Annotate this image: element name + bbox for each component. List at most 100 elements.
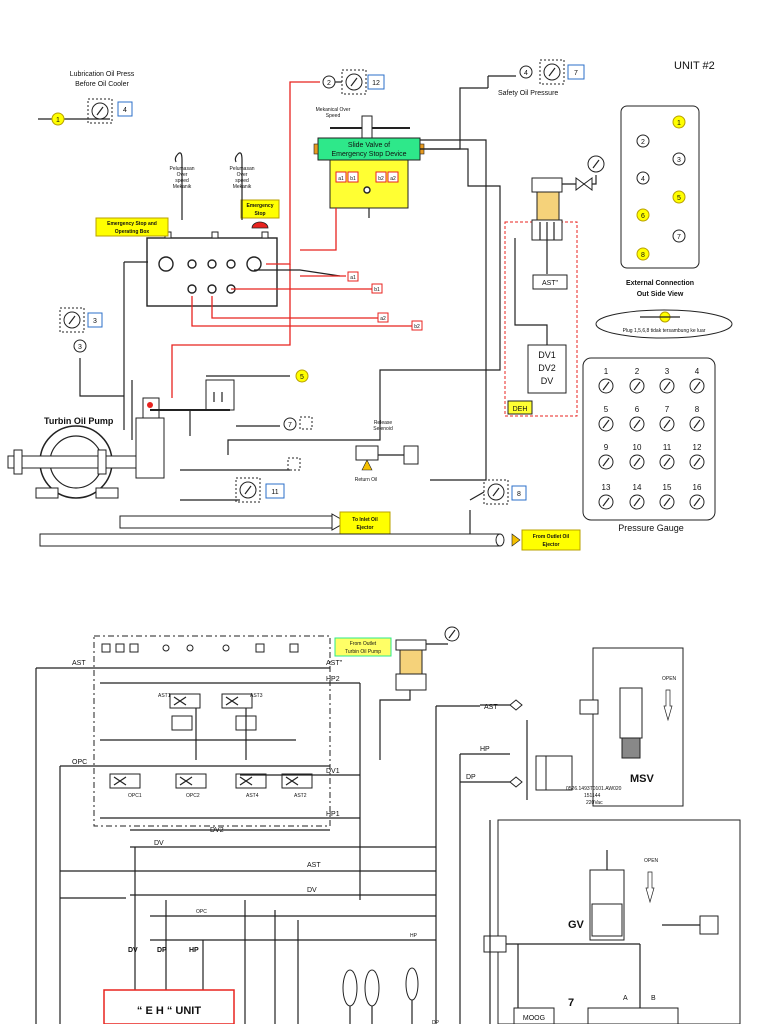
gauge-needle: [693, 381, 701, 391]
svg-text:Release: Release: [374, 420, 393, 426]
gauge-needle: [663, 497, 671, 507]
external-title-2: Out Side View: [637, 291, 684, 298]
svg-text:Emergency Stop Device: Emergency Stop Device: [331, 151, 406, 158]
gauge-needle: [602, 419, 610, 429]
outlet-ejector-label: [521, 529, 581, 551]
svg-text:DP: DP: [157, 947, 167, 954]
svg-text:AST4: AST4: [246, 793, 259, 799]
gauge-needle: [663, 419, 671, 429]
svg-text:Operating Box: Operating Box: [115, 229, 150, 235]
svg-text:OPEN: OPEN: [644, 858, 659, 864]
svg-text:Ejector: Ejector: [543, 542, 560, 548]
svg-text:Ejector: Ejector: [357, 525, 374, 531]
svg-text:AST2: AST2: [294, 793, 307, 799]
callout-circle-1: [51, 112, 65, 126]
svg-text:12: 12: [372, 80, 380, 87]
svg-text:11: 11: [271, 489, 278, 496]
svg-text:speed: speed: [235, 178, 249, 184]
svg-text:Stop: Stop: [254, 211, 265, 217]
moog-label: MOOG: [523, 1015, 545, 1022]
gauge-needle: [633, 419, 641, 429]
plug-note-ellipse: [595, 309, 733, 339]
release-selenoid: [355, 445, 379, 461]
svg-text:2: 2: [641, 139, 645, 146]
callout-circle-5: [295, 369, 309, 383]
svg-text:Pelumasan: Pelumasan: [229, 166, 254, 172]
eh-unit-box: [103, 989, 235, 1024]
svg-text:6: 6: [641, 213, 645, 220]
gauge-callout-11: [265, 483, 285, 499]
svg-text:Emergency Stop and: Emergency Stop and: [107, 221, 157, 227]
svg-text:3: 3: [677, 157, 681, 164]
deh-label: DEH: [513, 406, 528, 413]
svg-text:8: 8: [641, 252, 645, 259]
svg-text:From Outlet: From Outlet: [350, 641, 377, 647]
svg-text:4: 4: [641, 176, 645, 183]
svg-text:Over: Over: [177, 172, 188, 178]
svg-text:HP2: HP2: [326, 676, 340, 683]
gauge-callout-3: [87, 312, 103, 328]
from-outlet-label: [334, 637, 392, 657]
svg-text:HP1: HP1: [326, 811, 340, 818]
svg-text:A: A: [623, 995, 628, 1002]
svg-text:OPC1: OPC1: [128, 793, 142, 799]
pressure-gauge-number: 2: [635, 367, 640, 376]
svg-text:Slide Valve of: Slide Valve of: [348, 142, 390, 149]
gauge-needle: [602, 497, 610, 507]
emergency-stop-label: [240, 199, 280, 219]
svg-text:Emergency: Emergency: [247, 203, 274, 209]
svg-text:a2: a2: [380, 316, 386, 322]
svg-text:OPC: OPC: [196, 909, 207, 915]
svg-text:speed: speed: [175, 178, 189, 184]
svg-text:4: 4: [524, 70, 528, 77]
gv-label: GV: [568, 919, 585, 931]
svg-text:151144: 151144: [584, 793, 601, 799]
gauge-callout-12: [367, 74, 385, 90]
svg-text:DV2: DV2: [538, 363, 556, 373]
gauge-needle: [663, 457, 671, 467]
gauge-needle: [693, 419, 701, 429]
pressure-gauge-number: 14: [633, 483, 642, 492]
svg-text:HP: HP: [410, 933, 418, 939]
ast-valve-group: AST1 AST3 OPC1 OPC2 AST4 AST2: [109, 693, 313, 799]
gauge-needle: [693, 497, 701, 507]
svg-text:OPC2: OPC2: [186, 793, 200, 799]
manifold-top-fittings: [101, 643, 299, 653]
svg-text:b2: b2: [378, 176, 384, 182]
pressure-gauge-number: 7: [665, 405, 670, 414]
turbin-oil-pump: [7, 425, 145, 499]
svg-text:7: 7: [568, 997, 574, 1009]
pressure-gauge-number: 1: [604, 367, 609, 376]
svg-text:Speed: Speed: [326, 113, 341, 119]
svg-text:a1: a1: [350, 275, 356, 281]
svg-text:DV: DV: [307, 887, 317, 894]
svg-text:a1: a1: [338, 176, 344, 182]
svg-text:Mekanical Over: Mekanical Over: [316, 107, 351, 113]
svg-text:DP: DP: [466, 774, 476, 781]
pressure-gauge-number: 4: [695, 367, 700, 376]
svg-text:220Vac: 220Vac: [586, 800, 603, 806]
svg-text:AST1: AST1: [158, 693, 171, 699]
svg-text:7: 7: [288, 422, 292, 429]
svg-text:DV2: DV2: [210, 827, 224, 834]
svg-text:Turbin Oil Pump: Turbin Oil Pump: [345, 649, 381, 655]
svg-text:8: 8: [517, 491, 521, 498]
gauge-callout-4: [117, 101, 133, 117]
turbin-oil-pump-label: Turbin Oil Pump: [44, 416, 114, 426]
svg-text:Over: Over: [237, 172, 248, 178]
svg-text:5: 5: [677, 195, 681, 202]
pressure-gauge-number: 3: [665, 367, 670, 376]
gauge-needle: [633, 457, 641, 467]
svg-text:HP: HP: [189, 947, 199, 954]
pressure-gauge-number: 6: [635, 405, 640, 414]
gauge-needle: [602, 457, 610, 467]
gauge-callout-7: [567, 64, 585, 80]
callout-circle-4: [519, 65, 533, 79]
svg-text:DV: DV: [154, 840, 164, 847]
svg-text:DV1: DV1: [538, 350, 556, 360]
emergency-box-label: [95, 217, 169, 237]
callout-circle-3: [73, 339, 87, 353]
svg-text:a2: a2: [390, 176, 396, 182]
svg-text:To Inlet Oil: To Inlet Oil: [352, 517, 378, 523]
